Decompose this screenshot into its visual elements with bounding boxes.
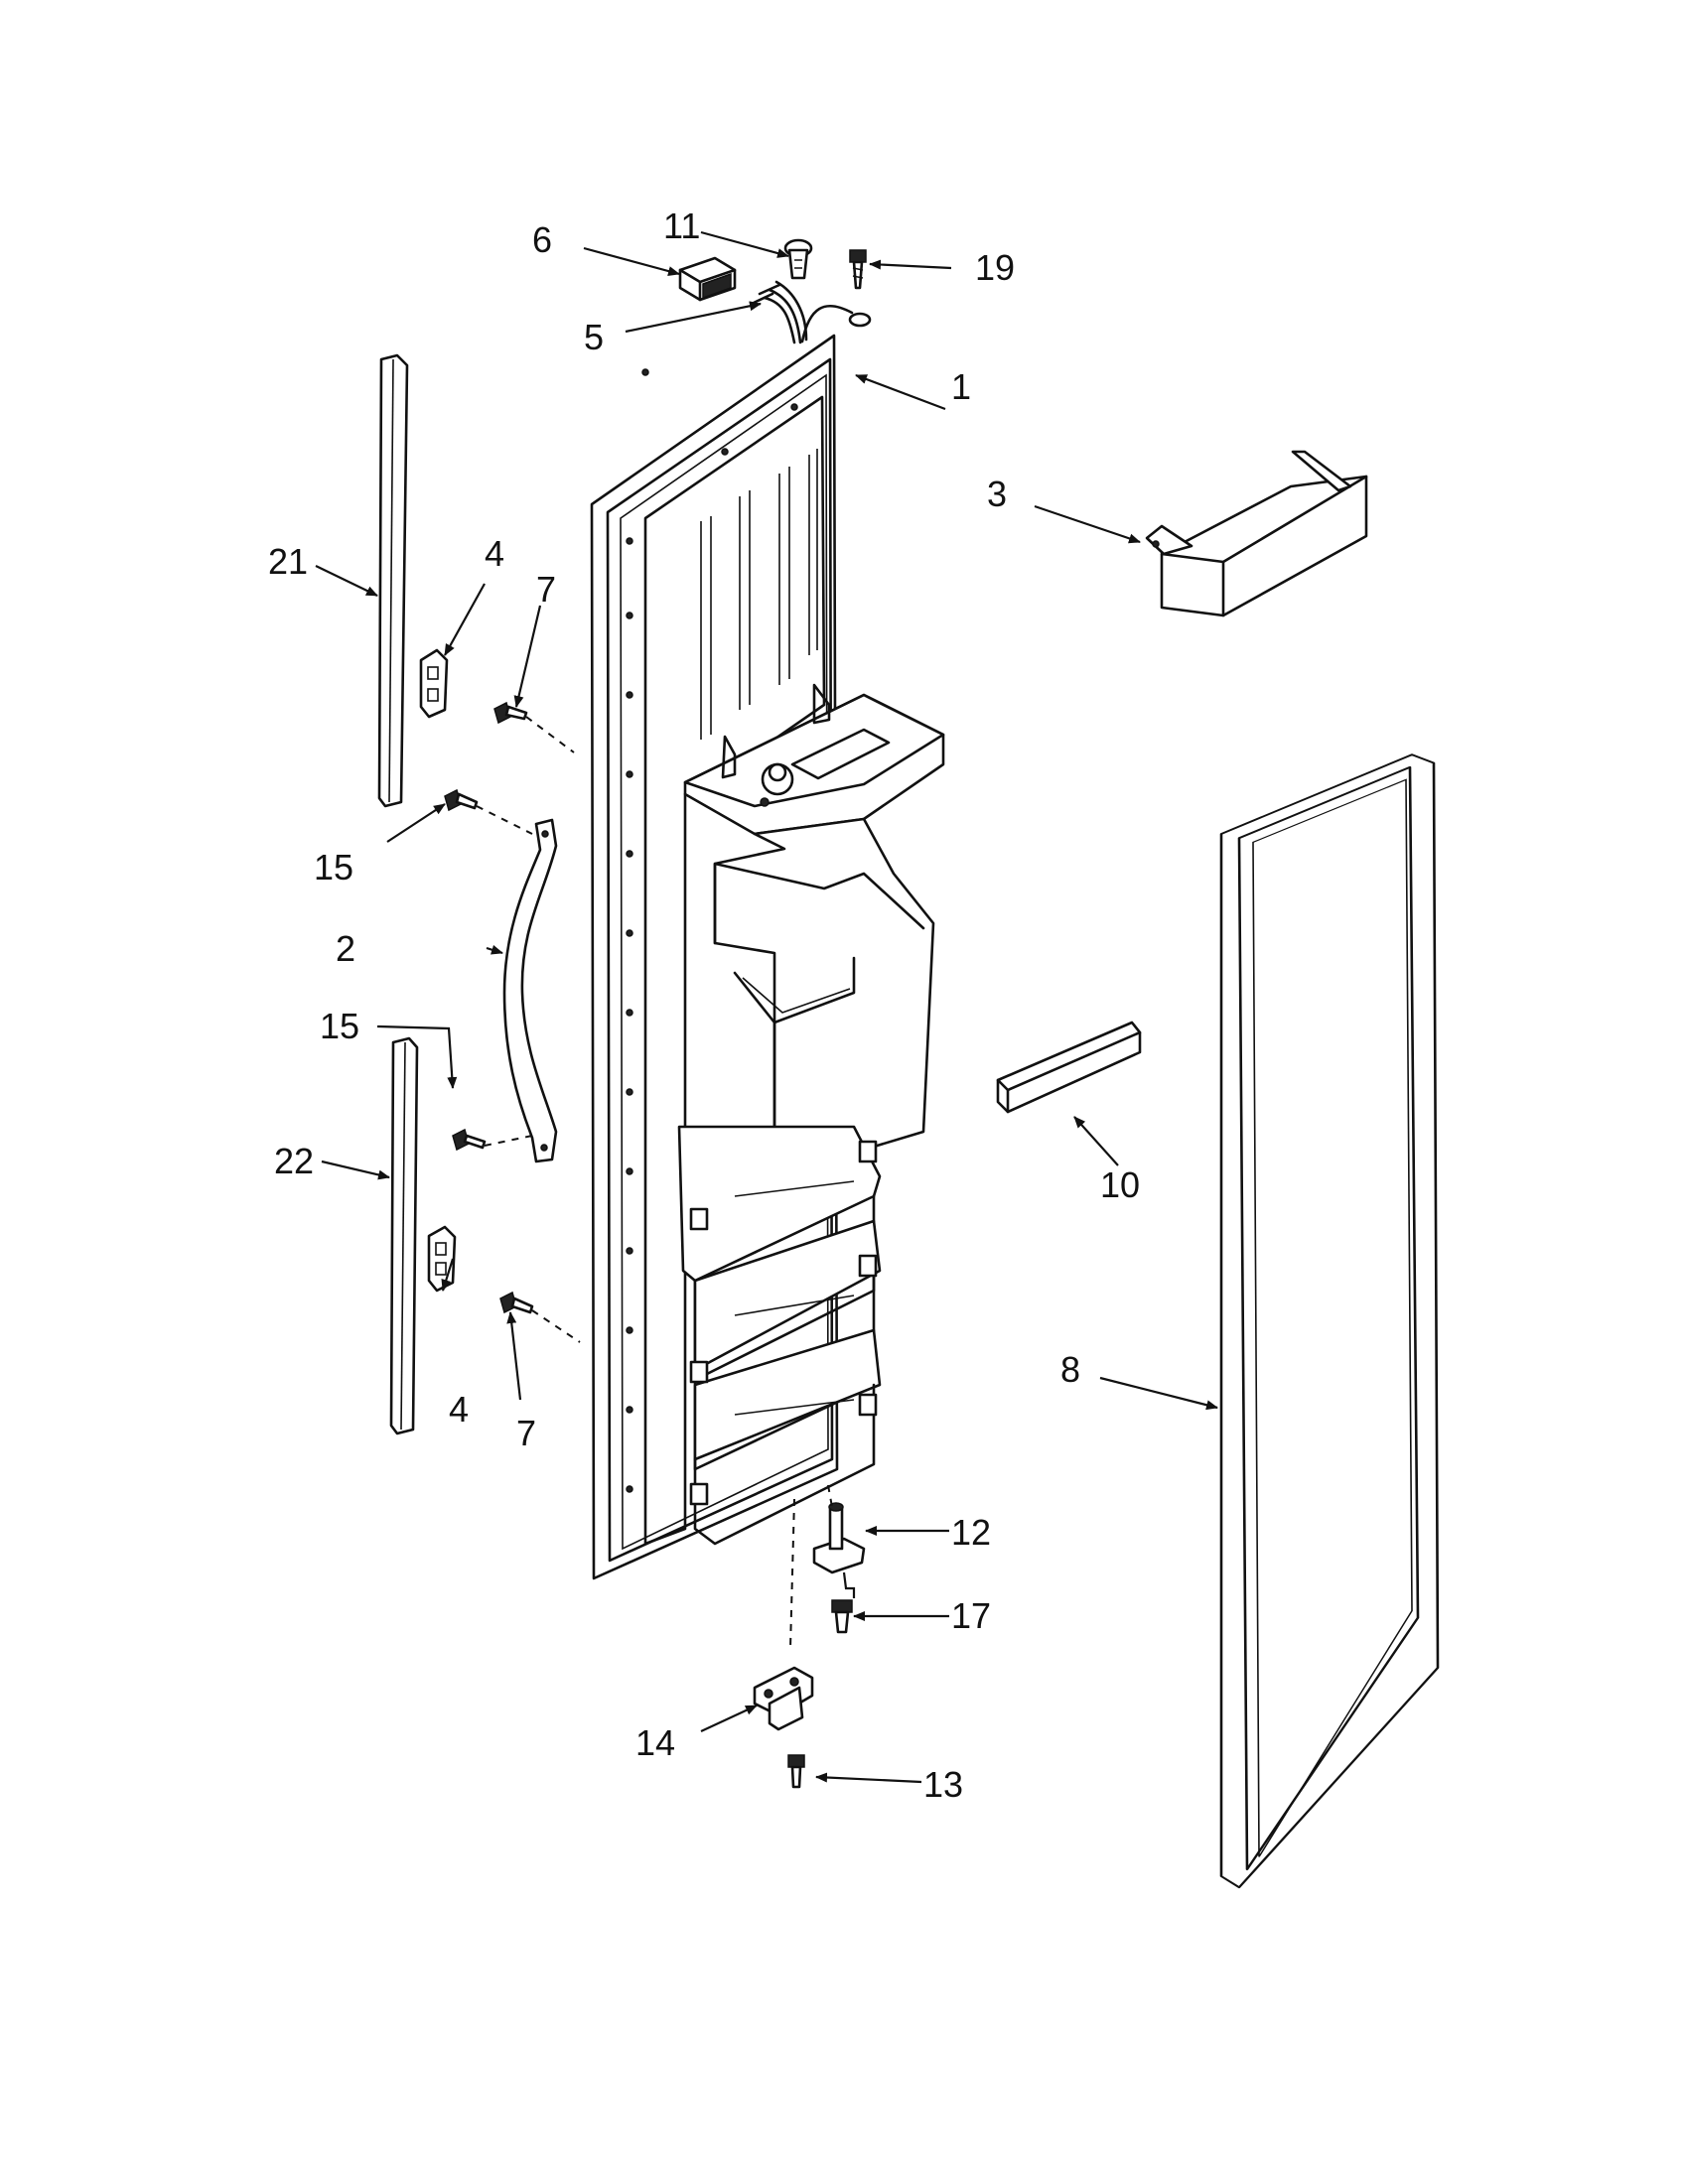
callout-14: 14: [635, 1722, 675, 1763]
callout-13: 13: [923, 1764, 963, 1805]
door-panel: [590, 334, 945, 1580]
callout-1: 1: [951, 366, 971, 407]
callout-2: 2: [336, 928, 355, 969]
callout-10: 10: [1100, 1164, 1140, 1205]
callout-22: 22: [274, 1141, 314, 1181]
callout-4-lower: 4: [449, 1389, 469, 1430]
callout-15-lower: 15: [320, 1006, 359, 1046]
upper-trim-strip: [377, 353, 409, 808]
callout-5: 5: [584, 317, 604, 357]
hinge-screw-17: [831, 1599, 853, 1634]
callout-17: 17: [951, 1595, 991, 1636]
screw-7-lower: [499, 1291, 534, 1314]
callout-labels: 1 2 3 4 4 5 6 7 7 8 10 11 12 13 14 15 15…: [268, 205, 1140, 1805]
screw-15-upper: [444, 788, 479, 812]
callout-8: 8: [1060, 1349, 1080, 1390]
trim-clip-upper: [419, 648, 449, 719]
ground-screw: [849, 249, 867, 290]
callout-11: 11: [663, 205, 700, 246]
lower-trim-strip: [389, 1036, 419, 1435]
callout-4-upper: 4: [485, 533, 504, 574]
screw-15-lower: [452, 1128, 487, 1152]
leader-lines: [315, 230, 1218, 1784]
callout-15-upper: 15: [314, 847, 353, 887]
wire-connector: [678, 256, 737, 302]
light-socket: [783, 238, 813, 280]
wire-harness: [752, 280, 872, 344]
callout-7-lower: 7: [516, 1413, 536, 1453]
callout-19: 19: [975, 247, 1015, 288]
callout-3: 3: [987, 474, 1007, 514]
bottom-hinge: [753, 1666, 814, 1731]
bin-divider: [996, 1021, 1142, 1114]
door-bin: [1145, 450, 1368, 617]
callout-12: 12: [951, 1512, 991, 1553]
door-edge-holes: [626, 368, 798, 1493]
trim-clip-lower: [427, 1225, 457, 1293]
callout-6: 6: [532, 219, 552, 260]
shelf-clips: [689, 1140, 878, 1506]
screw-7-upper: [493, 701, 528, 725]
callout-21: 21: [268, 541, 308, 582]
door-handle: [502, 818, 558, 1163]
callout-7-upper: 7: [536, 569, 556, 610]
hinge-screw-13: [787, 1754, 805, 1789]
hinge-pin: [812, 1502, 866, 1574]
door-gasket: [1219, 753, 1440, 1889]
